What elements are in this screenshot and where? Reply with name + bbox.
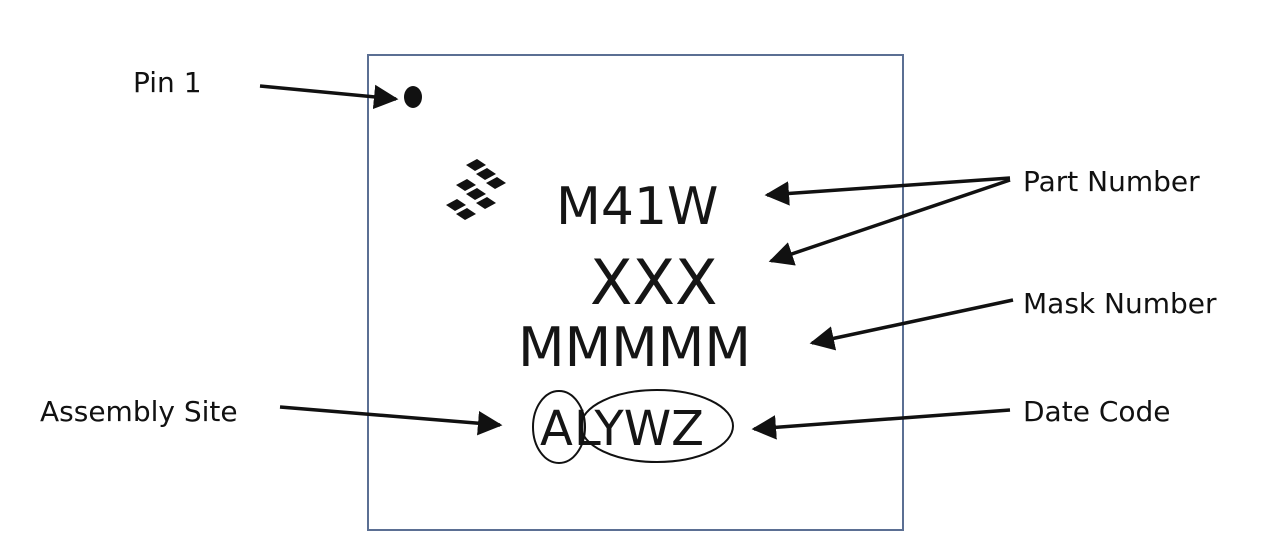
part-suffix-text: XXX	[590, 246, 717, 319]
part-number-arrow-lower	[768, 178, 1011, 266]
date-code-label: Date Code	[1023, 395, 1171, 428]
mask-number-text: MMMMM	[518, 316, 751, 379]
pin1-arrow	[259, 84, 399, 110]
part-number-arrow-upper	[764, 176, 1011, 206]
assembly-site-letter: A	[540, 401, 573, 457]
assembly-site-label: Assembly Site	[40, 395, 238, 428]
assembly-site-arrow	[279, 405, 503, 436]
chip-outline	[367, 54, 904, 531]
mask-number-arrow	[809, 298, 1014, 351]
pin1-dot	[404, 86, 422, 108]
date-code-circle	[580, 389, 734, 463]
date-code-text: LYWZ	[574, 401, 704, 457]
mask-number-label: Mask Number	[1023, 287, 1217, 320]
part-number-label: Part Number	[1023, 165, 1200, 198]
assembly-site-circle	[532, 390, 586, 464]
freescale-logo-icon	[446, 159, 506, 220]
part-number-text: M41W	[556, 177, 718, 237]
pin1-label: Pin 1	[133, 66, 202, 99]
date-code-arrow	[751, 408, 1011, 440]
